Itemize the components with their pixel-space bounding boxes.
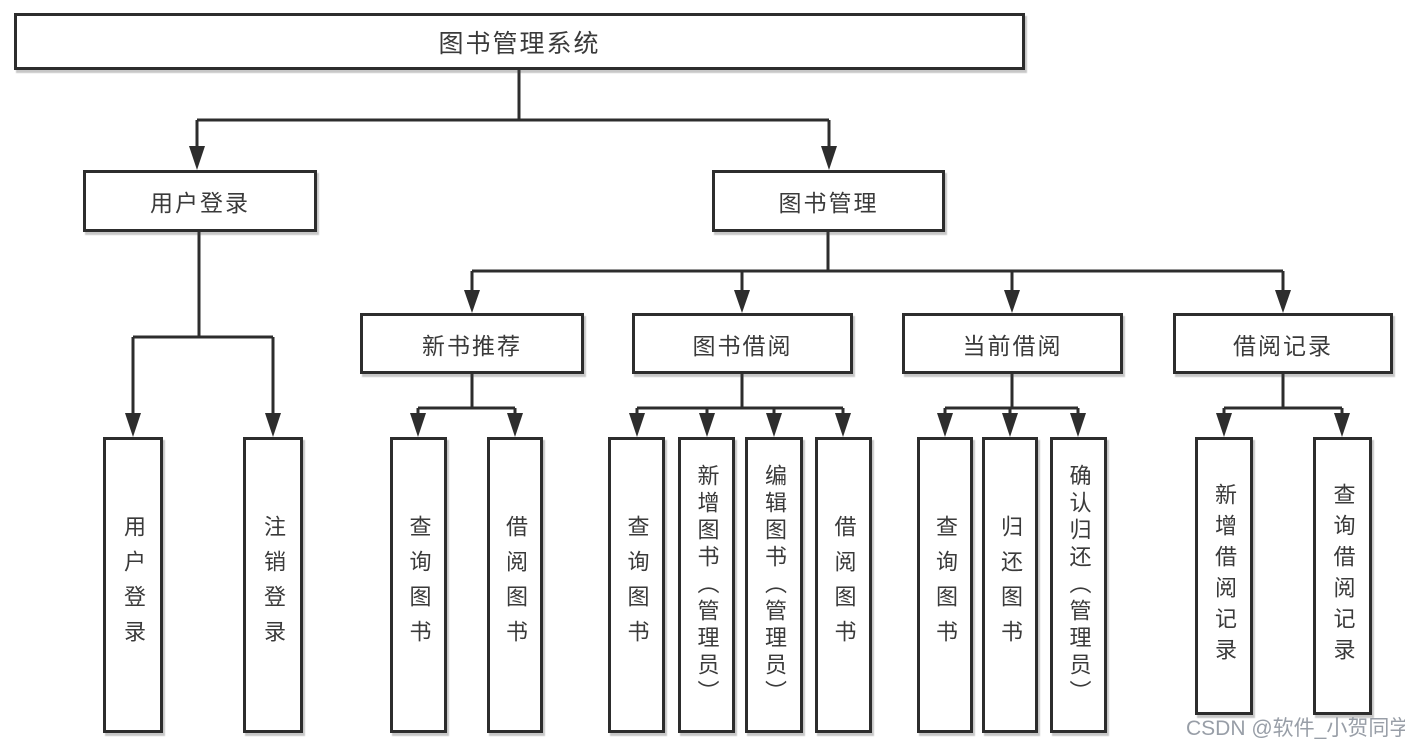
leaf-logout-login-label: 注销登录 — [261, 515, 286, 655]
leaf-query-books-recommend: 查询图书 — [390, 437, 447, 733]
leaf-query-books-borrowing-label: 查询图书 — [624, 515, 650, 655]
leaf-query-books-borrowing: 查询图书 — [608, 437, 665, 733]
leaf-query-borrow-record-label: 查询借阅记录 — [1330, 483, 1356, 669]
leaf-add-borrow-record-label: 新增借阅记录 — [1212, 483, 1237, 669]
leaf-query-books-recommend-label: 查询图书 — [406, 515, 432, 655]
leaf-logout-login: 注销登录 — [243, 437, 303, 733]
leaf-query-books-current: 查询图书 — [917, 437, 973, 733]
leaf-user-login: 用户登录 — [103, 437, 163, 733]
leaf-query-books-current-label: 查询图书 — [933, 515, 958, 655]
watermark: CSDN @软件_小贺同学 — [1186, 717, 1405, 740]
node-book-management: 图书管理 — [712, 170, 945, 232]
leaf-borrow-books-borrowing-label: 借阅图书 — [831, 515, 857, 655]
leaf-query-borrow-record: 查询借阅记录 — [1313, 437, 1372, 715]
leaf-confirm-return-admin: 确认归还（管理员） — [1050, 437, 1107, 733]
leaf-user-login-label: 用户登录 — [121, 515, 146, 655]
node-borrowing-records: 借阅记录 — [1173, 313, 1393, 374]
leaf-edit-books-admin-label: 编辑图书（管理员） — [762, 463, 787, 707]
node-book-borrowing: 图书借阅 — [632, 313, 853, 374]
leaf-add-books-admin: 新增图书（管理员） — [678, 437, 735, 733]
leaf-return-books-label: 归还图书 — [998, 515, 1023, 655]
leaf-borrow-books-recommend: 借阅图书 — [487, 437, 543, 733]
node-user-login: 用户登录 — [83, 170, 317, 232]
leaf-borrow-books-borrowing: 借阅图书 — [815, 437, 872, 733]
leaf-add-books-admin-label: 新增图书（管理员） — [694, 463, 720, 707]
node-library-management-system: 图书管理系统 — [14, 13, 1025, 70]
leaf-return-books: 归还图书 — [982, 437, 1038, 733]
node-new-book-recommendation: 新书推荐 — [360, 313, 584, 374]
leaf-add-borrow-record: 新增借阅记录 — [1195, 437, 1253, 715]
leaf-edit-books-admin: 编辑图书（管理员） — [745, 437, 803, 733]
node-current-borrowing: 当前借阅 — [902, 313, 1123, 374]
leaf-confirm-return-admin-label: 确认归还（管理员） — [1066, 463, 1092, 707]
leaf-borrow-books-recommend-label: 借阅图书 — [503, 515, 528, 655]
